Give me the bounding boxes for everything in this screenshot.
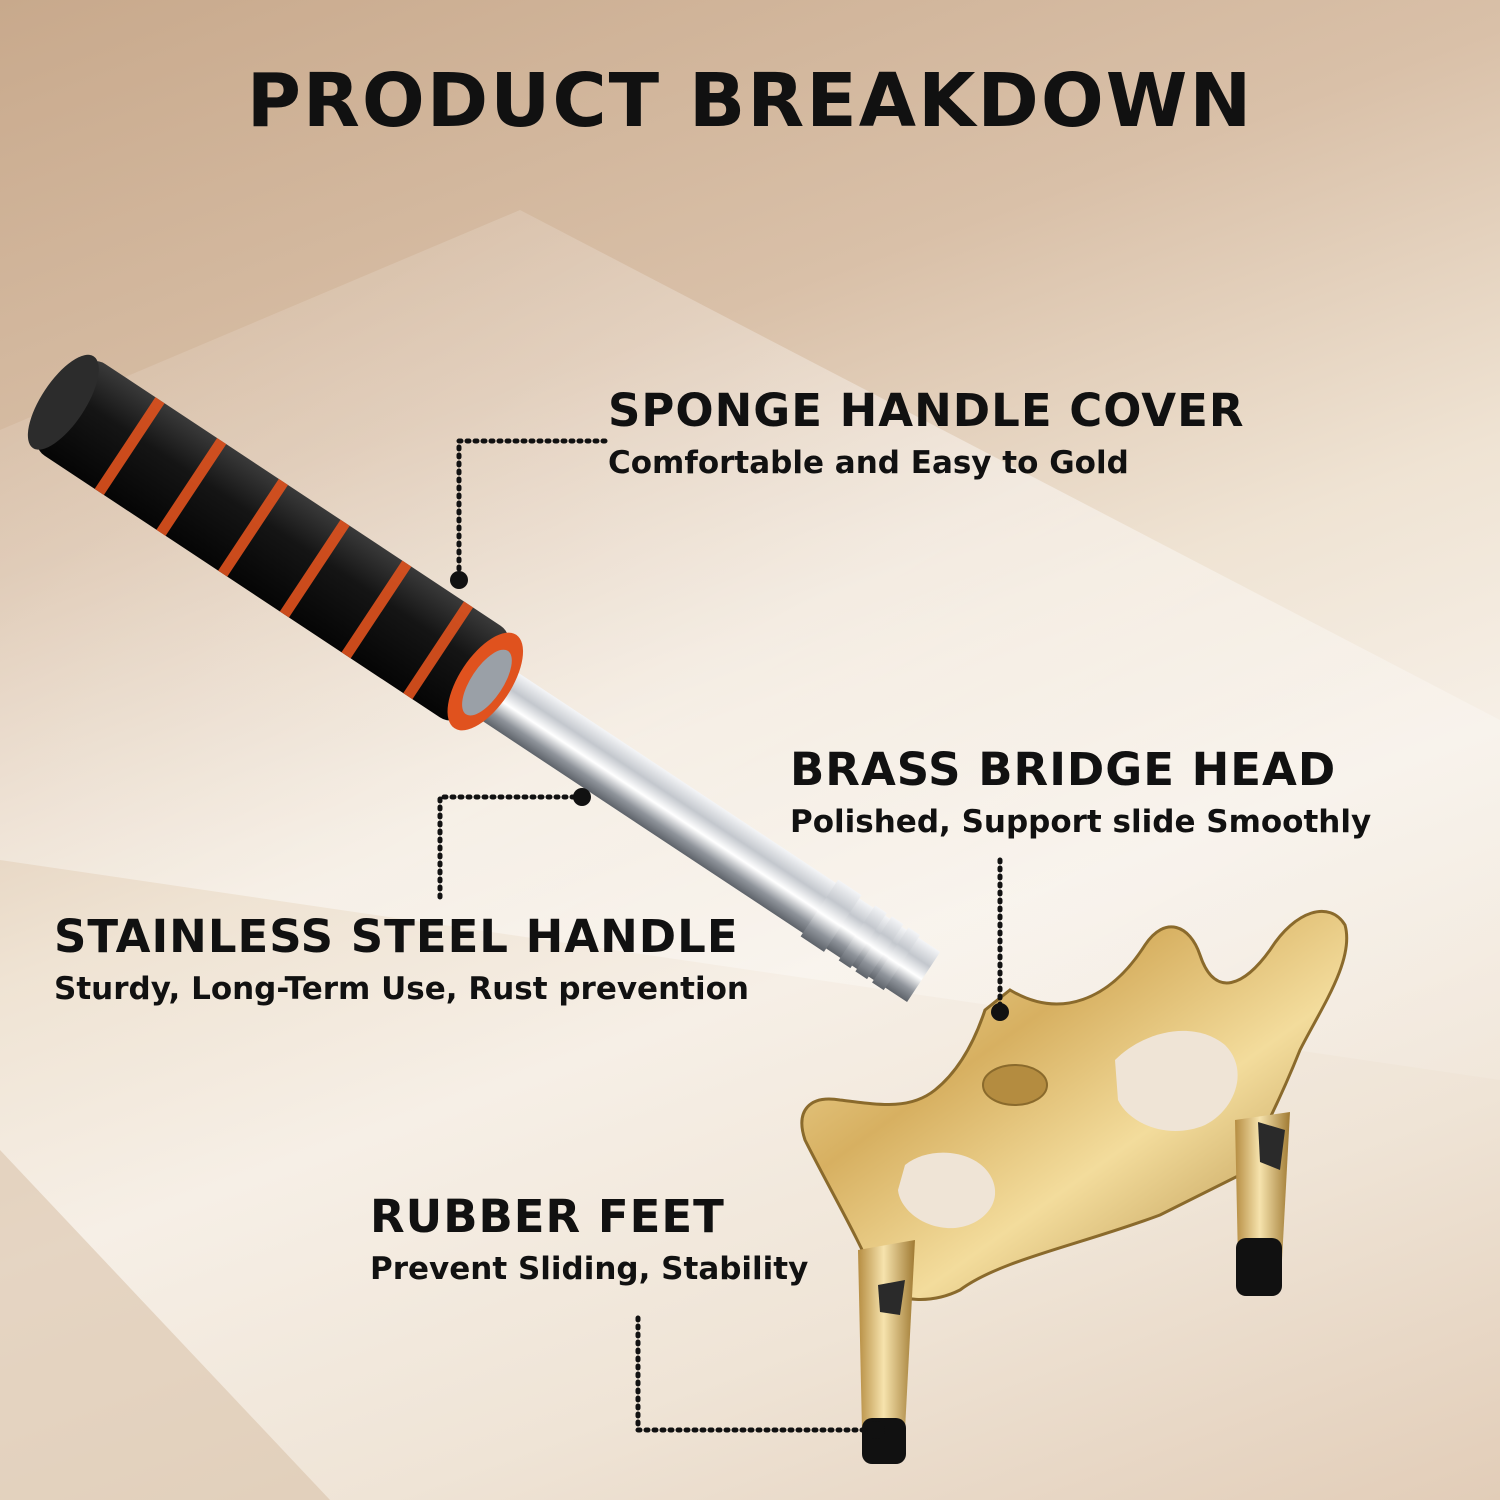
callout-description: Sturdy, Long-Term Use, Rust prevention xyxy=(54,970,749,1007)
stainless-steel-handle xyxy=(473,664,941,1003)
rubber-feet xyxy=(858,1112,1290,1464)
leader-dots xyxy=(450,571,1009,1439)
callout-heading: STAINLESS STEEL HANDLE xyxy=(54,910,739,963)
callout-heading: BRASS BRIDGE HEAD xyxy=(790,743,1337,796)
brass-bridge-head xyxy=(800,909,1349,1301)
callout-description: Comfortable and Easy to Gold xyxy=(608,444,1129,481)
leader-dot-brass xyxy=(991,1003,1009,1021)
callout-rubber-feet: RUBBER FEET Prevent Sliding, Stability xyxy=(370,1192,808,1288)
page-title: PRODUCT BREAKDOWN xyxy=(246,58,1254,144)
leader-line-rubber xyxy=(635,1315,875,1433)
leader-dot-sponge xyxy=(450,571,468,589)
leader-line-sponge xyxy=(456,438,608,583)
leader-line-steel xyxy=(437,794,585,903)
callout-stainless-steel-handle: STAINLESS STEEL HANDLE Sturdy, Long-Term… xyxy=(54,912,749,1008)
callout-description: Prevent Sliding, Stability xyxy=(370,1250,809,1287)
callout-heading: SPONGE HANDLE COVER xyxy=(608,384,1245,437)
sponge-handle-cover xyxy=(27,354,524,731)
callout-sponge-handle-cover: SPONGE HANDLE COVER Comfortable and Easy… xyxy=(608,386,1245,482)
callout-heading: RUBBER FEET xyxy=(370,1190,725,1243)
leader-dot-rubber xyxy=(867,1421,885,1439)
leader-lines xyxy=(437,438,1003,1433)
callout-brass-bridge-head: BRASS BRIDGE HEAD Polished, Support slid… xyxy=(790,745,1371,841)
callout-description: Polished, Support slide Smoothly xyxy=(790,803,1372,840)
leader-dot-steel xyxy=(573,788,591,806)
